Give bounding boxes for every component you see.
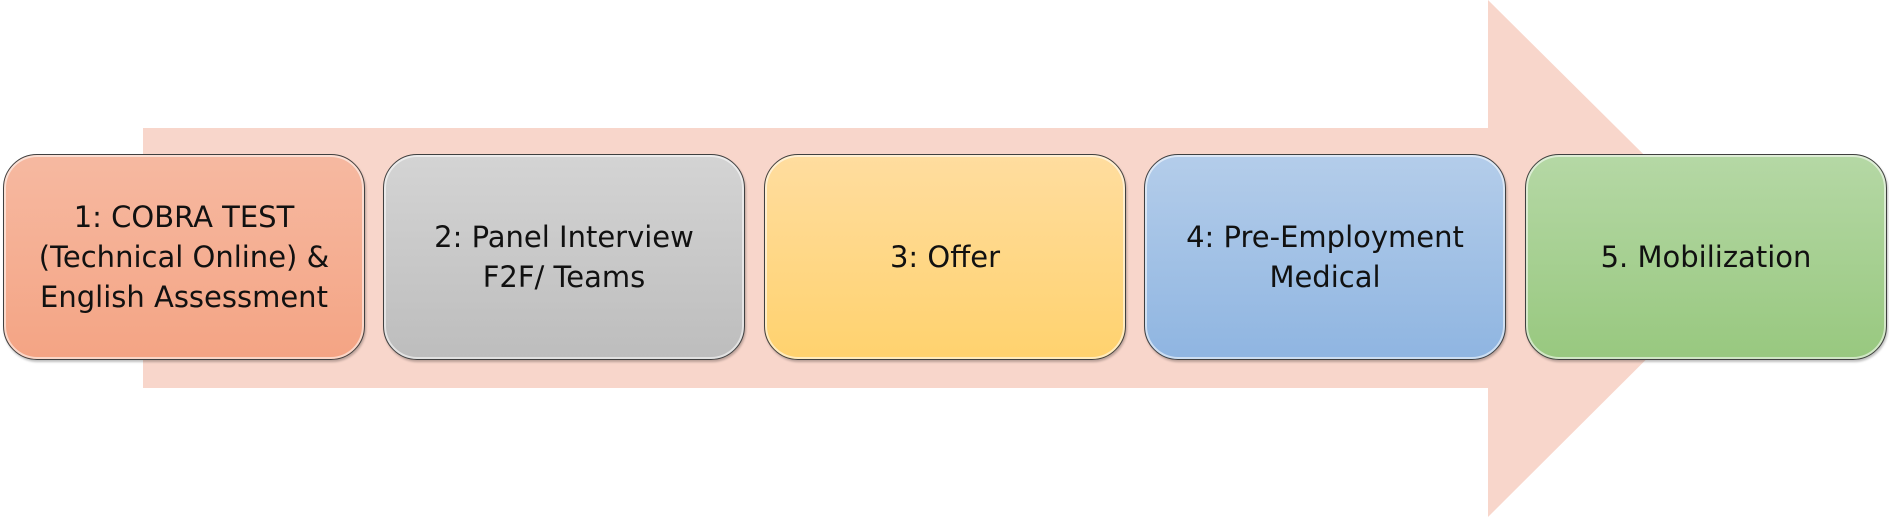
step-4-label: 4: Pre-Employment Medical xyxy=(1186,220,1464,294)
step-1-cobra-test: 1: COBRA TEST (Technical Online) & Engli… xyxy=(3,154,365,360)
step-5-mobilization: 5. Mobilization xyxy=(1525,154,1887,360)
step-1-label: 1: COBRA TEST (Technical Online) & Engli… xyxy=(38,200,330,314)
step-2-label: 2: Panel Interview F2F/ Teams xyxy=(434,220,694,294)
step-5-label: 5. Mobilization xyxy=(1600,240,1812,274)
step-3-offer: 3: Offer xyxy=(764,154,1126,360)
step-3-label: 3: Offer xyxy=(889,240,1000,274)
step-4-pre-employment-medical: 4: Pre-Employment Medical xyxy=(1144,154,1506,360)
step-2-panel-interview: 2: Panel Interview F2F/ Teams xyxy=(383,154,745,360)
